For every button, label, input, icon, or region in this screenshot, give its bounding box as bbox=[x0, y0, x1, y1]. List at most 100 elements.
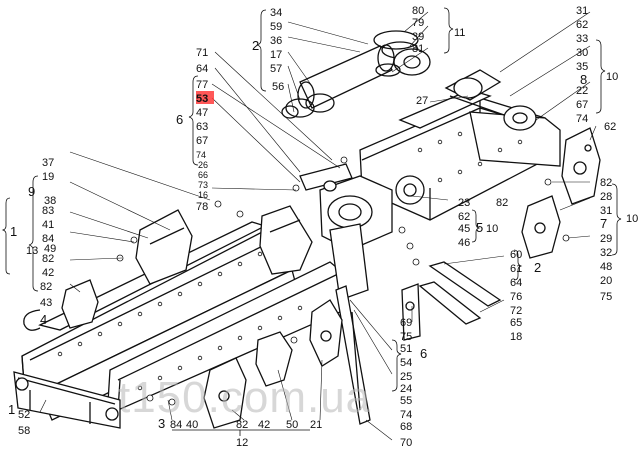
callout-label: 84 bbox=[42, 233, 54, 245]
callout-label: 62 bbox=[576, 19, 588, 31]
callout-label: 54 bbox=[400, 357, 412, 369]
front-hook bbox=[23, 309, 41, 331]
callout-label: 16 bbox=[198, 190, 208, 200]
callout-label: 72 bbox=[510, 305, 522, 317]
callout-label: 28 bbox=[600, 191, 612, 203]
support-bracket bbox=[401, 283, 421, 341]
callout-label: 74 bbox=[576, 113, 588, 125]
ring-set bbox=[373, 30, 431, 77]
callout-label: 45 bbox=[458, 223, 470, 235]
callout-label: 52 bbox=[18, 409, 30, 421]
callout-label: 81 bbox=[412, 43, 424, 55]
callout-label: 65 bbox=[510, 317, 522, 329]
callout-label: 4 bbox=[40, 312, 47, 327]
callout-label: 6 bbox=[176, 112, 183, 127]
callout-label: 2 bbox=[252, 38, 259, 53]
callout-label: 84 bbox=[170, 419, 182, 431]
callout-label: 67 bbox=[196, 135, 208, 147]
callout-label: 55 bbox=[400, 395, 412, 407]
callout-label: 64 bbox=[510, 277, 522, 289]
callout-label: 62 bbox=[458, 211, 470, 223]
callout-label: 76 bbox=[510, 291, 522, 303]
callout-label: 61 bbox=[510, 263, 522, 275]
guard-rails bbox=[418, 261, 502, 325]
callout-label: 82 bbox=[496, 197, 508, 209]
callout-label: 38 bbox=[44, 195, 56, 207]
callout-label: 43 bbox=[40, 297, 52, 309]
callout-label: 57 bbox=[270, 63, 282, 75]
callout-label: 19 bbox=[42, 171, 54, 183]
callout-label: 27 bbox=[416, 95, 428, 107]
callout-label: 18 bbox=[510, 331, 522, 343]
callout-label: 22 bbox=[576, 85, 588, 97]
callout-label: 8 bbox=[580, 72, 587, 87]
callout-label: 42 bbox=[258, 419, 270, 431]
hinge-pin-upper bbox=[299, 163, 353, 192]
callout-label: 82 bbox=[236, 419, 248, 431]
callout-label: 58 bbox=[18, 425, 30, 437]
callout-label: 21 bbox=[310, 419, 322, 431]
callout-label: 24 bbox=[400, 383, 412, 395]
callout-label: 82 bbox=[40, 281, 52, 293]
callout-label: 34 bbox=[270, 7, 282, 19]
fasteners bbox=[116, 156, 570, 406]
callout-label: 40 bbox=[186, 419, 198, 431]
callout-label: 67 bbox=[576, 99, 588, 111]
callout-label: 66 bbox=[198, 170, 208, 180]
callout-label: 23 bbox=[458, 197, 470, 209]
side-bracket-right bbox=[561, 127, 601, 205]
callout-label: 74 bbox=[400, 409, 412, 421]
middle-bracket bbox=[309, 299, 343, 367]
callout-label: 48 bbox=[600, 261, 612, 273]
callout-label: 75 bbox=[600, 291, 612, 303]
central-hinge-assembly bbox=[319, 175, 425, 301]
group-braces bbox=[1, 7, 622, 436]
callout-label: 64 bbox=[196, 63, 208, 75]
callout-label: 3 bbox=[158, 416, 165, 431]
callout-label: 12 bbox=[236, 437, 248, 449]
lower-bracket-left bbox=[203, 357, 247, 429]
bracket-lower-right bbox=[521, 195, 561, 259]
callout-label: 1 bbox=[8, 402, 15, 417]
callout-label: 5 bbox=[476, 220, 483, 235]
callout-label: 30 bbox=[576, 47, 588, 59]
leader-lines bbox=[39, 11, 597, 441]
callout-label: 32 bbox=[600, 247, 612, 259]
callout-label: 6 bbox=[420, 346, 427, 361]
callout-label: 77 bbox=[196, 79, 208, 91]
callout-label: 36 bbox=[270, 35, 282, 47]
callout-label: 31 bbox=[600, 205, 612, 217]
front-cross-member bbox=[13, 371, 121, 429]
callout-label: 1 bbox=[10, 224, 17, 239]
callout-label: 56 bbox=[272, 81, 284, 93]
callout-label: 41 bbox=[42, 219, 54, 231]
support-plate-inner bbox=[259, 205, 313, 275]
long-arm bbox=[335, 285, 371, 425]
callout-label: 13 bbox=[26, 245, 38, 257]
rear-axle-carrier bbox=[444, 69, 537, 131]
callout-label: 49 bbox=[44, 243, 56, 255]
callout-label: 53 bbox=[196, 93, 208, 105]
bracket-left-upper bbox=[135, 209, 193, 285]
watermark: t150.com.ua bbox=[118, 373, 371, 422]
callout-label: 74 bbox=[196, 150, 206, 160]
callout-label: 50 bbox=[286, 419, 298, 431]
callout-label: 10 bbox=[486, 223, 498, 235]
callout-label: 17 bbox=[270, 49, 282, 61]
highlight-box bbox=[196, 91, 214, 104]
callout-label: 51 bbox=[400, 343, 412, 355]
callout-label: 20 bbox=[600, 275, 612, 287]
callout-label: 9 bbox=[28, 184, 35, 199]
callout-label: 46 bbox=[458, 237, 470, 249]
callout-label: 73 bbox=[198, 180, 208, 190]
callout-label: 10 bbox=[626, 213, 638, 225]
sleeve-assembly bbox=[281, 44, 395, 119]
callout-label: 59 bbox=[270, 21, 282, 33]
callout-label: 31 bbox=[576, 5, 588, 17]
callout-label: 47 bbox=[196, 107, 208, 119]
callout-label: 29 bbox=[600, 233, 612, 245]
callout-label: 11 bbox=[454, 27, 465, 39]
callout-label: 83 bbox=[42, 205, 54, 217]
frame-holes bbox=[57, 131, 523, 391]
